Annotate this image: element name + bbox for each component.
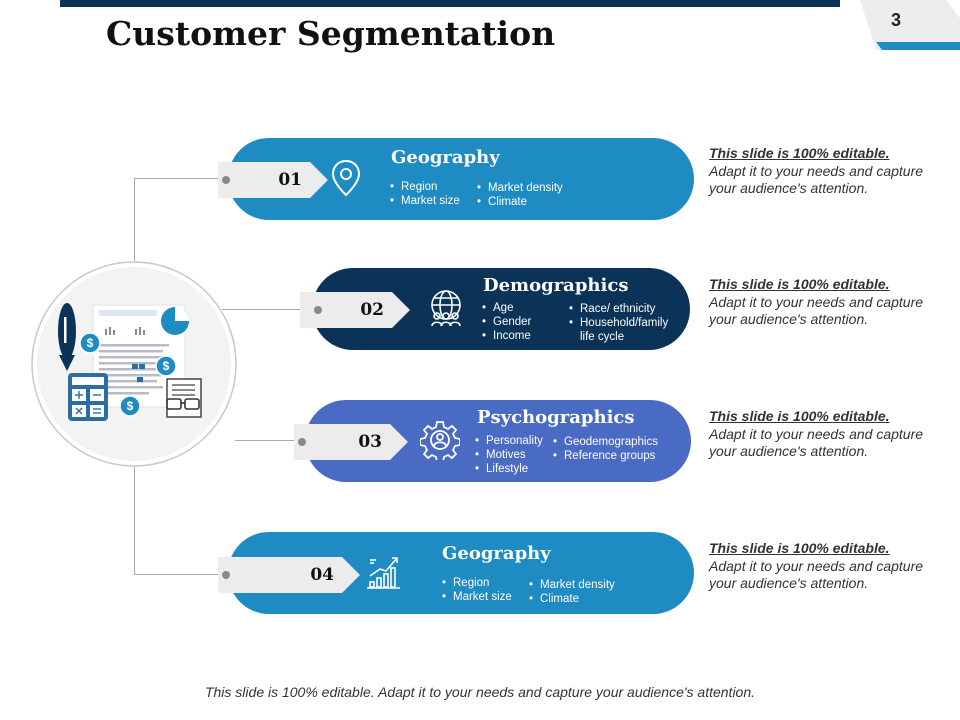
bullet-item: Region: [441, 576, 512, 590]
segment-01-title: Geography: [391, 147, 500, 168]
note-heading: This slide is 100% editable.: [709, 276, 890, 292]
bullet-item: Lifestyle: [474, 462, 543, 476]
gear-head-icon: [420, 421, 460, 460]
segment-04-number-tag: 04: [218, 557, 360, 593]
note-text: Adapt it to your needs and capture your …: [709, 162, 924, 197]
segment-03-note: This slide is 100% editable. Adapt it to…: [709, 408, 939, 461]
segment-number: 02: [360, 300, 384, 320]
note-heading: This slide is 100% editable.: [709, 145, 890, 161]
bullet-item: Market size: [389, 194, 460, 208]
tag-dot: [314, 306, 322, 314]
growth-chart-icon: [367, 557, 400, 589]
tag-dot: [298, 438, 306, 446]
segment-02-note: This slide is 100% editable. Adapt it to…: [709, 276, 939, 329]
tag-shape: [300, 292, 410, 328]
note-text: Adapt it to your needs and capture your …: [709, 293, 924, 328]
svg-text:$: $: [127, 399, 134, 413]
bullet-item: Gender: [481, 315, 531, 329]
segment-01-number-tag: 01: [218, 162, 328, 198]
slide-title: Customer Segmentation: [106, 14, 556, 53]
tag-shape: [294, 424, 408, 460]
bullet-item: Reference groups: [552, 449, 658, 463]
segment-01-bullets-left: Region Market size: [389, 180, 460, 208]
segment-number: 01: [278, 170, 302, 190]
segment-03-bullets-left: Personality Motives Lifestyle: [474, 434, 543, 476]
connector-line: [235, 440, 305, 441]
segment-03-title: Psychographics: [477, 407, 635, 428]
tag-shape: [218, 162, 328, 198]
segment-04-bullets-right: Market density Climate: [528, 578, 615, 606]
bullet-item: Geodemographics: [552, 435, 658, 449]
top-accent-bar: [60, 0, 840, 7]
location-pin-icon: [331, 159, 361, 197]
segment-02-bullets-right: Race/ ethnicity Household/family life cy…: [568, 302, 682, 344]
bullet-item: Climate: [528, 592, 615, 606]
page-corner-decoration: [860, 0, 960, 50]
segment-02-number-tag: 02: [300, 292, 410, 328]
bullet-item: Household/family life cycle: [568, 316, 682, 344]
bullet-item: Market density: [528, 578, 615, 592]
bullet-item: Region: [389, 180, 460, 194]
bullet-item: Personality: [474, 434, 543, 448]
bullet-item: Climate: [476, 195, 563, 209]
bullet-item: Age: [481, 301, 531, 315]
tag-dot: [222, 176, 230, 184]
globe-people-icon: [431, 290, 461, 327]
svg-text:$: $: [163, 359, 170, 373]
note-text: Adapt it to your needs and capture your …: [709, 425, 924, 460]
note-heading: This slide is 100% editable.: [709, 408, 890, 424]
tag-dot: [222, 571, 230, 579]
page-number: 3: [890, 10, 901, 30]
segment-04-bullets-left: Region Market size: [441, 576, 512, 604]
footer-note: This slide is 100% editable. Adapt it to…: [204, 684, 756, 700]
segment-number: 03: [358, 432, 382, 452]
connector-line: [134, 466, 135, 575]
marketing-illustration: $ $ $: [31, 261, 237, 467]
segment-03-bullets-right: Geodemographics Reference groups: [552, 435, 658, 463]
connector-line: [134, 178, 135, 261]
note-heading: This slide is 100% editable.: [709, 540, 890, 556]
segment-01-note: This slide is 100% editable. Adapt it to…: [709, 145, 939, 198]
segment-03-number-tag: 03: [294, 424, 408, 460]
segment-01-bullets-right: Market density Climate: [476, 181, 563, 209]
segment-02-bullets-left: Age Gender Income: [481, 301, 531, 343]
segment-04-title: Geography: [442, 543, 551, 564]
svg-text:$: $: [87, 336, 94, 350]
note-text: Adapt it to your needs and capture your …: [709, 557, 924, 592]
bullet-item: Race/ ethnicity: [568, 302, 682, 316]
segment-02-title: Demographics: [483, 275, 629, 296]
bullet-item: Income: [481, 329, 531, 343]
connector-line: [222, 309, 314, 310]
bullet-item: Market size: [441, 590, 512, 604]
tag-shape: [218, 557, 360, 593]
connector-line: [134, 178, 224, 179]
segment-number: 04: [310, 565, 334, 585]
bullet-item: Market density: [476, 181, 563, 195]
connector-line: [134, 574, 224, 575]
bullet-item: Motives: [474, 448, 543, 462]
segment-04-note: This slide is 100% editable. Adapt it to…: [709, 540, 939, 593]
